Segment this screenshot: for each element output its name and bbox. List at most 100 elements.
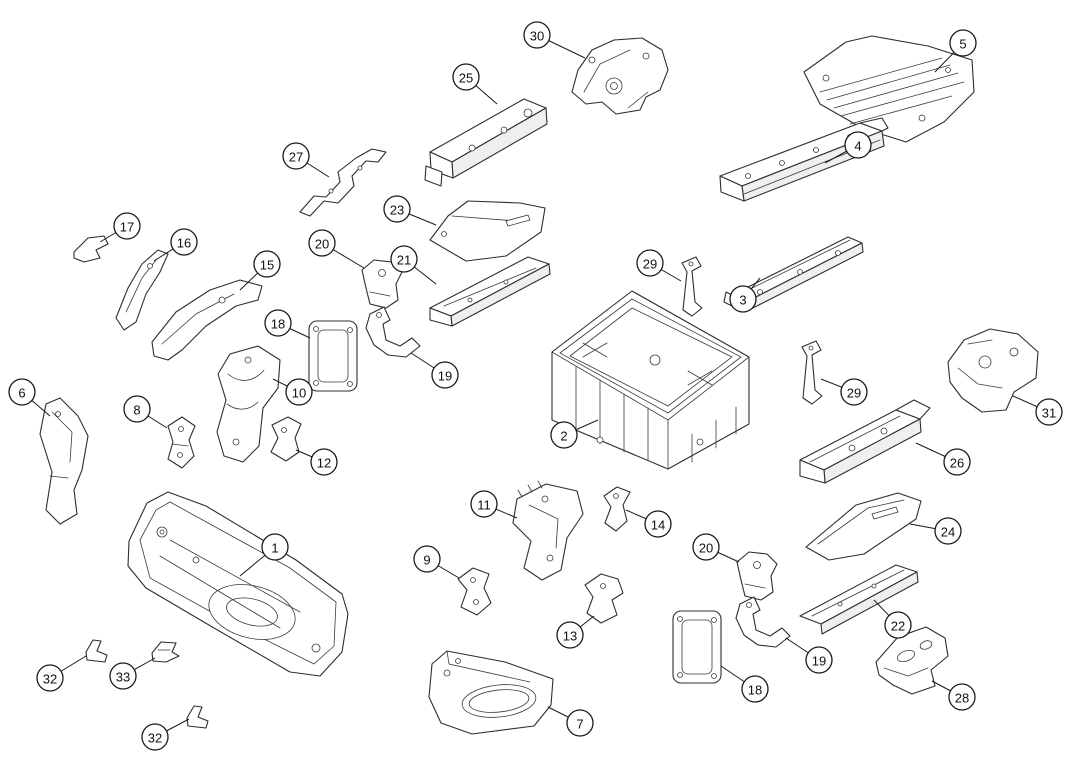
callout-16[interactable]: 16 [153,228,198,262]
callout-14[interactable]: 14 [625,509,672,538]
callout-7[interactable]: 7 [547,706,594,737]
callout-5[interactable]: 5 [934,29,977,73]
part-4-tab [859,117,889,132]
part-18-outline [672,610,722,684]
callout-11[interactable]: 11 [470,490,518,519]
callout-circle[interactable] [431,361,459,389]
part-26-end [799,459,826,484]
callout-33[interactable]: 33 [109,657,156,690]
callout-circle[interactable] [285,378,313,406]
callout-circle[interactable] [113,212,141,240]
callout-circle[interactable] [949,29,977,57]
callout-circle[interactable] [470,490,498,518]
callout-30[interactable]: 30 [523,21,586,59]
callout-circle[interactable] [566,709,594,737]
callout-circle[interactable] [109,662,137,690]
callout-19[interactable]: 19 [410,352,459,389]
callout-10[interactable]: 10 [272,378,313,406]
callout-circle[interactable] [36,664,64,692]
callout-circle[interactable] [1035,398,1063,426]
part-19-outline [735,596,791,648]
callout-circle[interactable] [253,250,281,278]
callout-circle[interactable] [805,646,833,674]
callout-circle[interactable] [523,21,551,49]
callout-15[interactable]: 15 [239,250,281,291]
callout-3[interactable]: 3 [729,277,761,313]
callout-circle[interactable] [729,285,757,313]
callout-circle[interactable] [452,63,480,91]
callout-number: 32 [148,731,162,746]
callout-circle[interactable] [383,195,411,223]
callout-circle[interactable] [123,395,151,423]
callout-circle[interactable] [948,683,976,711]
callout-circle[interactable] [550,421,578,449]
part-hole [328,188,334,194]
callout-20[interactable]: 20 [692,533,740,563]
callout-12[interactable]: 12 [295,448,338,476]
callout-9[interactable]: 9 [413,545,460,579]
callout-circle[interactable] [556,621,584,649]
callout-17[interactable]: 17 [99,212,141,243]
part-opening-inner [468,689,530,713]
callout-circle[interactable] [390,245,418,273]
callout-29[interactable]: 29 [820,378,868,406]
callout-27[interactable]: 27 [282,142,330,178]
callout-19[interactable]: 19 [785,637,833,674]
callout-32[interactable]: 32 [141,718,190,751]
part-24-outline [805,492,922,561]
callout-circle[interactable] [413,545,441,573]
callout-4[interactable]: 4 [824,131,872,164]
part-33-illustration [151,641,180,663]
callout-circle[interactable] [943,448,971,476]
callout-8[interactable]: 8 [123,395,168,429]
part-hole [596,436,604,444]
callout-circle[interactable] [844,131,872,159]
callout-circle[interactable] [308,229,336,257]
callout-circle[interactable] [884,611,912,639]
callout-circle[interactable] [741,675,769,703]
callout-circle[interactable] [261,533,289,561]
callout-32[interactable]: 32 [36,655,87,692]
callout-2[interactable]: 2 [550,419,599,449]
callout-circle[interactable] [141,723,169,751]
part-hole [835,250,841,256]
callout-circle[interactable] [934,517,962,545]
callout-18[interactable]: 18 [264,309,311,339]
callout-1[interactable]: 1 [239,533,289,577]
callout-circle[interactable] [282,142,310,170]
callout-number: 8 [133,403,140,418]
part-23-outline [429,200,546,262]
callout-number: 6 [18,386,25,401]
callout-circle[interactable] [636,249,664,277]
callout-29[interactable]: 29 [636,249,682,282]
callout-number: 25 [459,71,473,86]
part-hole [455,658,461,664]
callout-20[interactable]: 20 [308,229,365,269]
callout-circle[interactable] [644,510,672,538]
part-hole [357,165,363,171]
callout-circle[interactable] [170,228,198,256]
callout-23[interactable]: 23 [383,195,437,226]
part-slot [505,214,531,227]
callout-circle[interactable] [840,378,868,406]
callout-circle[interactable] [692,533,720,561]
part-20-outline [736,551,778,601]
part-18-outline [308,320,358,392]
callout-circle[interactable] [264,309,292,337]
callout-21[interactable]: 21 [390,245,437,285]
callout-24[interactable]: 24 [909,517,962,545]
callout-25[interactable]: 25 [452,63,498,105]
part-4-illustration [719,117,889,202]
callout-13[interactable]: 13 [556,615,595,649]
callout-circle[interactable] [310,448,338,476]
part-hole [610,82,618,90]
callout-22[interactable]: 22 [873,599,912,639]
callout-18[interactable]: 18 [720,665,769,703]
callout-number: 19 [812,654,826,669]
callout-26[interactable]: 26 [915,442,971,476]
callout-28[interactable]: 28 [931,680,976,711]
part-detail [735,239,851,297]
callout-circle[interactable] [8,378,36,406]
callout-6[interactable]: 6 [8,378,51,417]
callout-31[interactable]: 31 [1012,395,1063,426]
